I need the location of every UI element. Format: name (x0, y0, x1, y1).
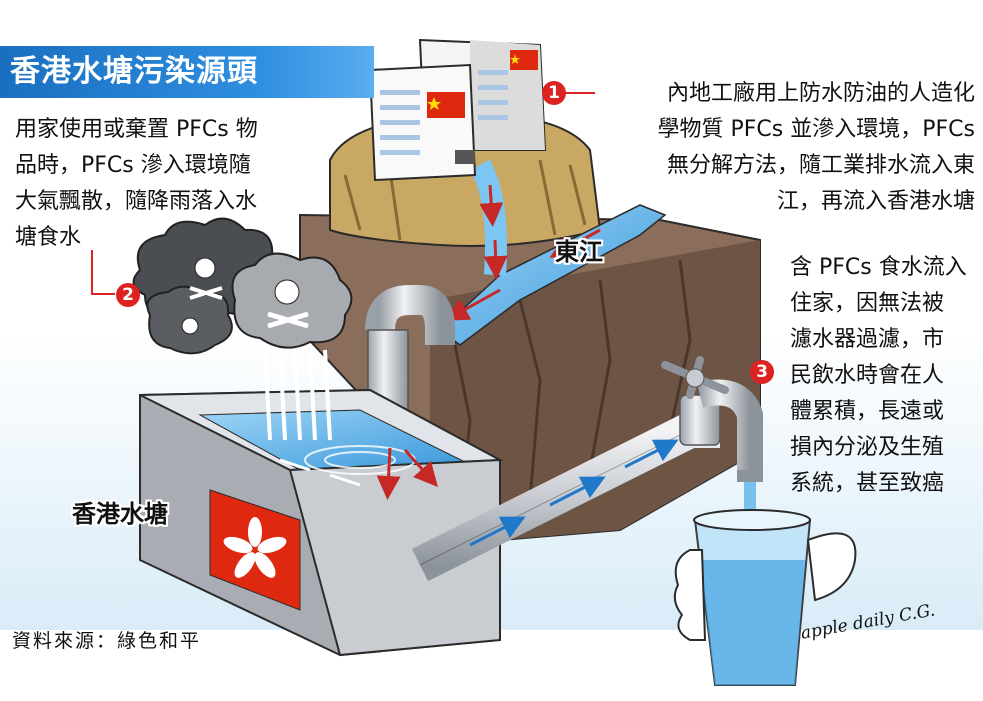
skull-crossbones-icon (181, 257, 309, 335)
source-credit: 資料來源：綠色和平 (12, 630, 202, 652)
china-flag-icon (427, 50, 538, 118)
note-health-impact: 含 PFCs 食水流入 住家，因無法被 濾水器過濾，市 民飲水時會在人 體累積，… (790, 255, 967, 496)
note-industrial-source: 內地工廠用上防水防油的人造化 學物質 PFCs 並滲入環境，PFCs 無分解方法… (657, 81, 975, 214)
badge-2: 2 (116, 283, 140, 307)
page-title: 香港水塘污染源頭 (0, 46, 374, 98)
water-glass-icon (673, 509, 857, 686)
reservoir-tank (139, 388, 504, 657)
badge-1: 1 (542, 81, 566, 105)
river-label: 東江 (555, 238, 603, 266)
hong-kong-flag-icon (209, 489, 301, 611)
reservoir-label: 香港水塘 (72, 500, 168, 528)
river (438, 159, 667, 346)
rain (263, 349, 332, 441)
note-atmospheric-source: 用家使用或棄置 PFCs 物 品時，PFCs 滲入環境隨 大氣飄散，隨降雨落入水… (15, 117, 258, 250)
badge-3: 3 (750, 360, 774, 384)
